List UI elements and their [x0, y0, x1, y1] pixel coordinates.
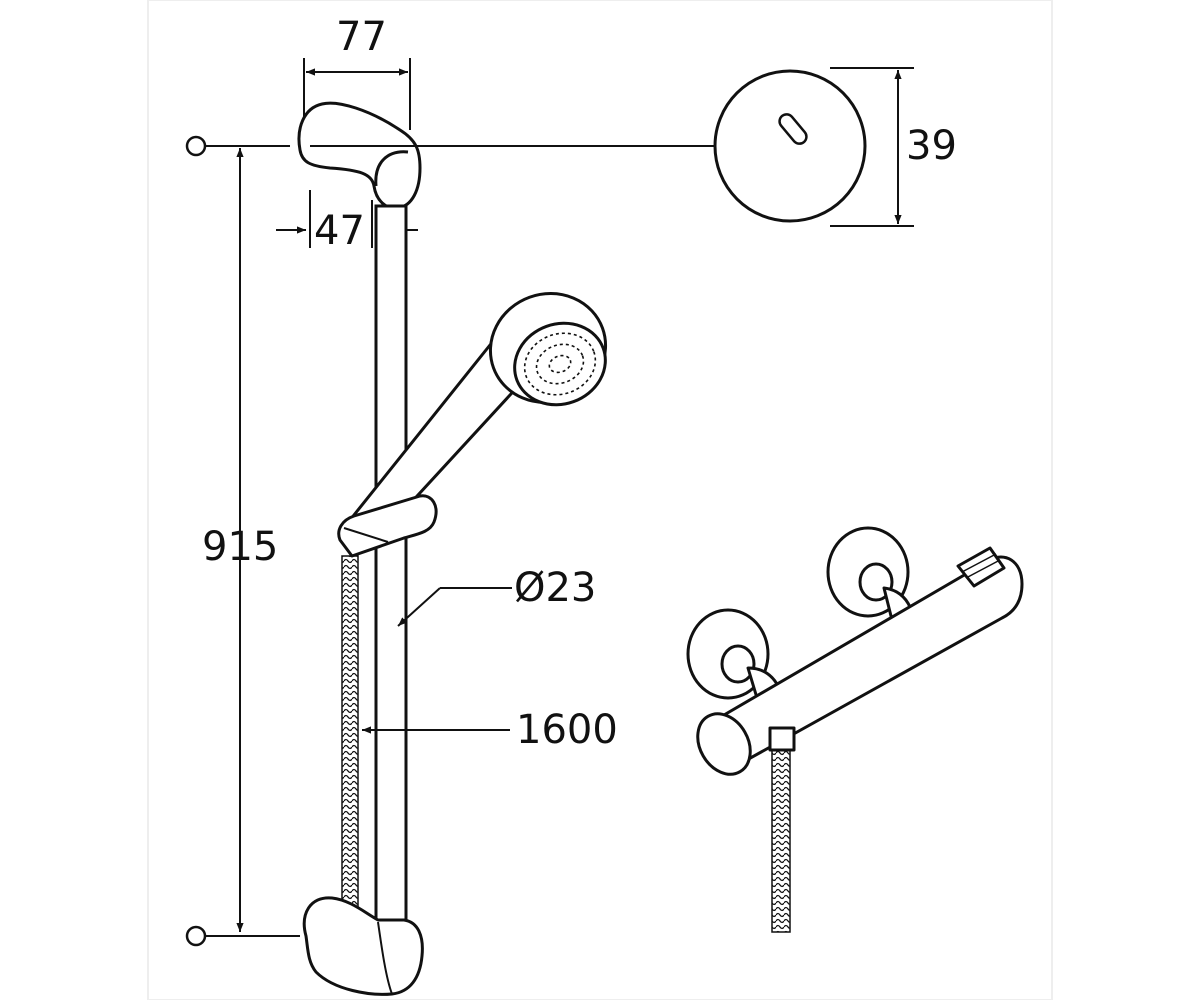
dimension-diameter-23-label: Ø23	[514, 565, 597, 611]
top-mount-point	[185, 135, 290, 157]
dimension-39-label: 39	[906, 123, 957, 169]
shower-hose	[341, 555, 359, 937]
top-bracket	[297, 101, 422, 210]
dimension-77-label: 77	[336, 14, 387, 60]
mixer-hose	[771, 749, 791, 933]
bottom-mount-point	[185, 925, 300, 947]
thermostatic-mixer	[686, 526, 1024, 776]
leader-diameter-23	[397, 587, 512, 627]
dimension-39-line	[830, 67, 914, 227]
slide-rail	[374, 204, 408, 940]
bottom-bracket	[302, 896, 424, 996]
hand-shower	[337, 292, 608, 558]
image-border	[147, 0, 1053, 1000]
dimension-47-label: 47	[314, 208, 365, 254]
dimension-915-label: 915	[202, 524, 279, 570]
bracket-end-view	[713, 69, 867, 223]
dimension-1600-label: 1600	[516, 707, 618, 753]
